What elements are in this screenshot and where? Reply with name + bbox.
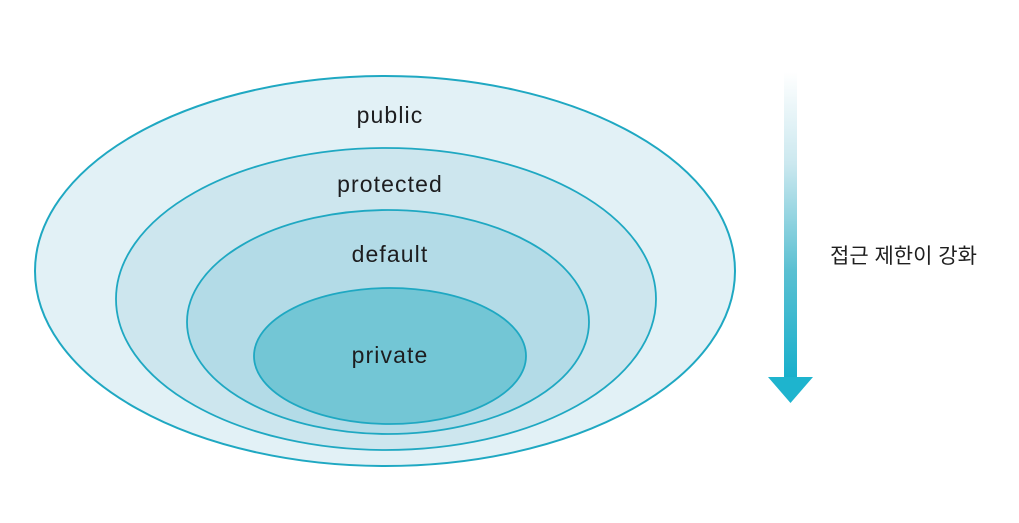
arrow-shaft (784, 72, 797, 378)
restriction-arrow (768, 72, 813, 403)
label-public: public (357, 102, 424, 128)
label-private: private (352, 342, 429, 368)
label-protected: protected (337, 171, 443, 197)
arrow-head-icon (768, 377, 813, 403)
ring-private (253, 287, 527, 425)
arrow-caption: 접근 제한이 강화 (830, 245, 977, 268)
label-default: default (352, 241, 429, 267)
